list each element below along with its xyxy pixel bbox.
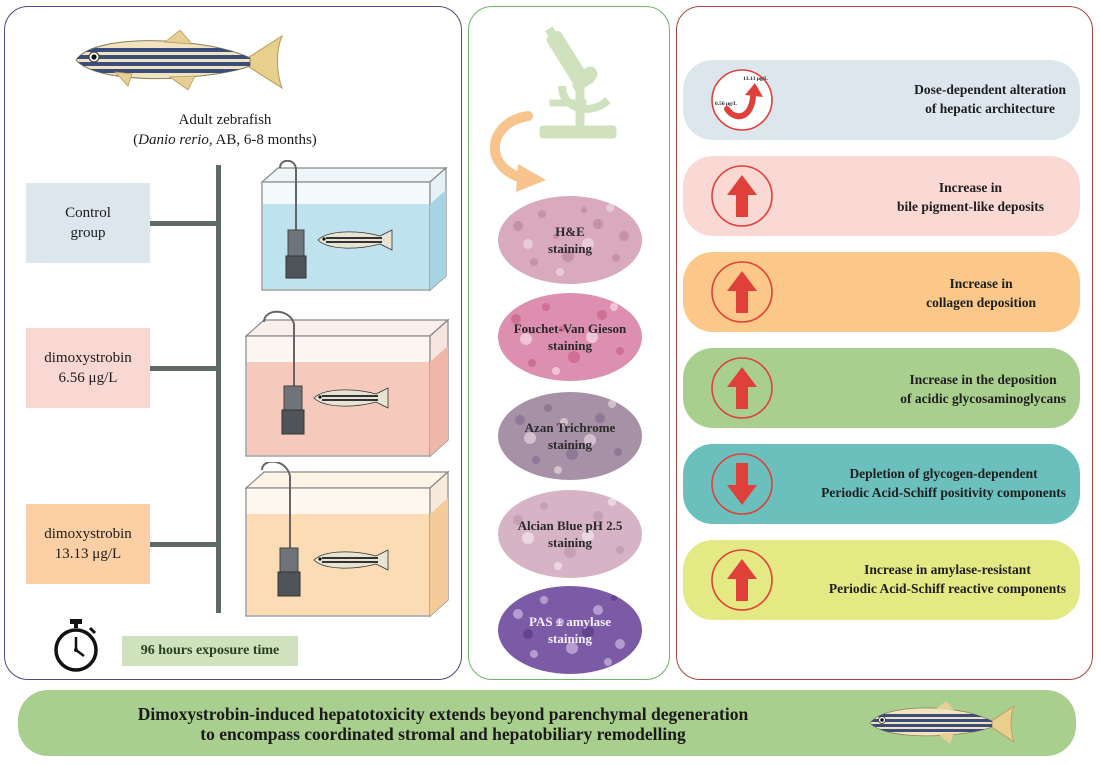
- arrow-up-icon: [711, 357, 773, 419]
- stopwatch-icon: [54, 619, 98, 672]
- subject-description: Adult zebrafish (Danio rerio, AB, 6-8 mo…: [60, 110, 390, 150]
- arrow-up-icon: [711, 165, 773, 227]
- dose-curve-icon: 6.56 μg/L 13.13 μg/L: [711, 69, 773, 131]
- zebrafish-icon: [866, 701, 1015, 744]
- exposure-time-label: 96 hours exposure time: [122, 636, 298, 666]
- arrow-up-icon: [711, 261, 773, 323]
- curved-arrow-icon: [490, 111, 546, 192]
- tissue-texture-icon: [498, 196, 642, 284]
- svg-text:13.13 μg/L: 13.13 μg/L: [743, 76, 768, 82]
- finding-hepatic-architecture: 6.56 μg/L 13.13 μg/L Dose-dependent alte…: [683, 60, 1080, 140]
- connector-vertical: [216, 165, 221, 613]
- connector-low: [150, 366, 218, 371]
- svg-text:6.56 μg/L: 6.56 μg/L: [715, 101, 737, 107]
- aquarium-tank-icon: [244, 310, 450, 458]
- conclusion-text: Dimoxystrobin-induced hepatotoxicity ext…: [137, 704, 749, 744]
- connector-control: [150, 221, 218, 226]
- arrow-up-icon: [711, 549, 773, 611]
- tissue-texture-icon: [498, 293, 642, 381]
- zebrafish-icon: [75, 30, 284, 91]
- connector-high: [150, 542, 218, 547]
- subject-species: Danio rerio: [138, 132, 209, 148]
- subject-line1: Adult zebrafish: [178, 112, 272, 128]
- tissue-texture-icon: [498, 392, 642, 480]
- microscope-icon: [539, 26, 617, 139]
- arrow-down-icon: [711, 453, 773, 515]
- tissue-texture-icon: [498, 586, 642, 674]
- subject-line2: (Danio rerio, AB, 6-8 months): [133, 132, 317, 148]
- aquarium-tank-icon: [244, 462, 450, 618]
- conclusion-banner: Dimoxystrobin-induced hepatotoxicity ext…: [18, 690, 1076, 756]
- aquarium-tank-icon: [260, 160, 448, 292]
- tissue-texture-icon: [498, 490, 642, 578]
